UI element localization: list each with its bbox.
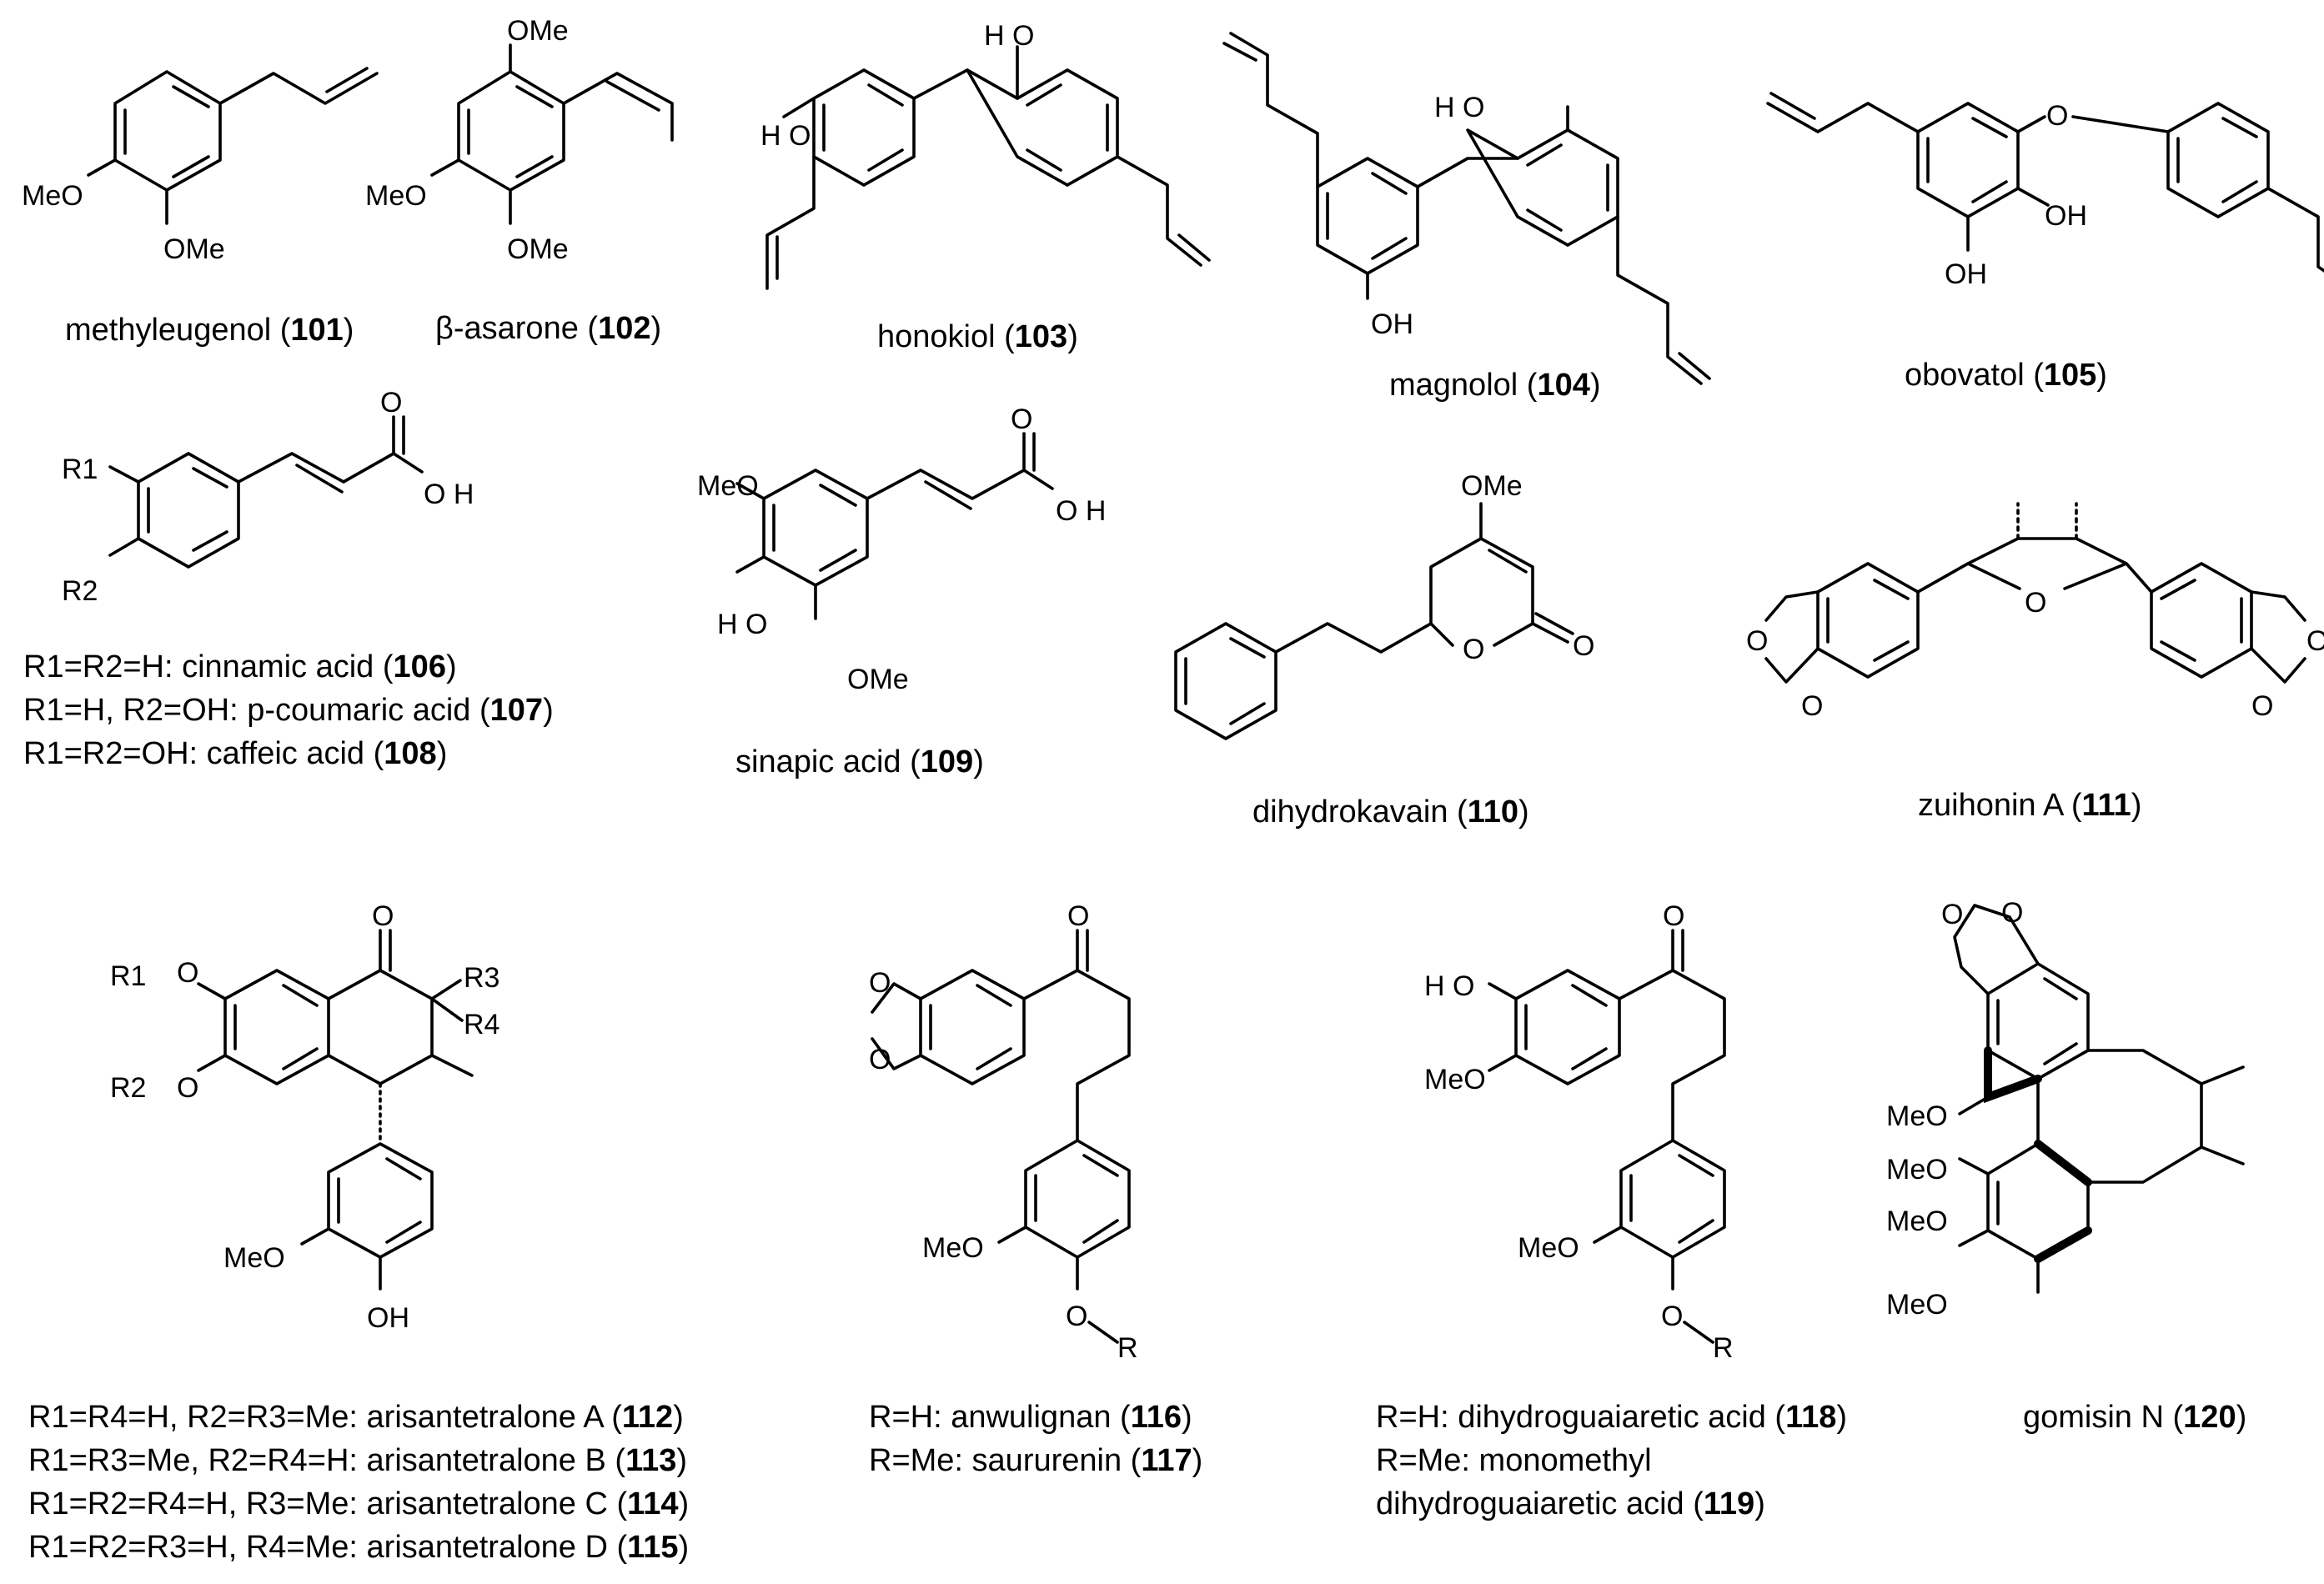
atom-label: O bbox=[1011, 404, 1032, 435]
atom-label: H O bbox=[1434, 92, 1484, 123]
atom-label: R4 bbox=[464, 1009, 499, 1040]
structure-103: H O H O bbox=[760, 20, 1211, 290]
atom-label: O bbox=[1746, 625, 1768, 657]
compound-caption: dihydrokavain (110) bbox=[1252, 795, 1529, 830]
atom-label: O bbox=[2025, 587, 2046, 619]
atom-label: O bbox=[2046, 100, 2068, 132]
atom-label: MeO bbox=[1424, 1064, 1486, 1095]
caption-group-106-108: R1=R2=H: cinnamic acid (106) R1=H, R2=OH… bbox=[23, 649, 554, 771]
group-caption-line: dihydroguaiaretic acid (119) bbox=[1376, 1486, 1765, 1521]
compound-caption: honokiol (103) bbox=[877, 319, 1078, 354]
group-caption-line: R1=R3=Me, R2=R4=H: arisantetralone B (11… bbox=[28, 1443, 687, 1478]
structure-120: O O MeO MeO MeO MeO bbox=[1886, 897, 2245, 1321]
atom-label: O bbox=[1067, 900, 1089, 932]
structure-105: O OH OH bbox=[1766, 92, 2324, 290]
group-caption-line: R1=R4=H, R2=R3=Me: arisantetralone A (11… bbox=[28, 1400, 684, 1435]
atom-label: O bbox=[177, 957, 198, 989]
compound-caption: methyleugenol (101) bbox=[65, 313, 354, 348]
atom-label: R1 bbox=[110, 960, 146, 992]
atom-label: MeO bbox=[922, 1232, 984, 1264]
atom-label: R bbox=[1713, 1332, 1734, 1364]
compound-caption: obovatol (105) bbox=[1905, 358, 2107, 393]
atom-label: OMe bbox=[1461, 470, 1523, 502]
atom-label: O bbox=[1941, 899, 1963, 930]
atom-label: O bbox=[1801, 690, 1823, 722]
atom-label: OH bbox=[2045, 200, 2087, 232]
structure-118-119: O H O MeO MeO O R bbox=[1424, 900, 1734, 1364]
atom-label: MeO bbox=[365, 180, 427, 212]
atom-label: OMe bbox=[507, 15, 569, 47]
caption-group-116-117: R=H: anwulignan (116) R=Me: saururenin (… bbox=[869, 1400, 1202, 1478]
atom-label: O H bbox=[424, 479, 474, 510]
structure-101: MeO OMe bbox=[22, 67, 379, 265]
structure-111: O O O O O bbox=[1746, 502, 2324, 722]
atom-label: O bbox=[372, 900, 394, 932]
atom-label: MeO bbox=[697, 470, 759, 502]
atom-label: MeO bbox=[1886, 1100, 1948, 1132]
atom-label: H O bbox=[760, 120, 811, 152]
compound-caption: gomisin N (120) bbox=[2023, 1400, 2246, 1435]
group-caption-line: R1=R2=R4=H, R3=Me: arisantetralone C (11… bbox=[28, 1486, 689, 1521]
atom-label: H O bbox=[1424, 970, 1474, 1002]
atom-label: OMe bbox=[163, 233, 225, 265]
atom-label: OH bbox=[1371, 308, 1413, 340]
atom-label: MeO bbox=[1518, 1232, 1579, 1264]
atom-label: O bbox=[1663, 900, 1684, 932]
atom-label: O bbox=[1573, 630, 1594, 662]
atom-label: OMe bbox=[507, 233, 569, 265]
group-caption-line: R1=H, R2=OH: p-coumaric acid (107) bbox=[23, 693, 554, 728]
atom-label: MeO bbox=[223, 1242, 285, 1274]
atom-label: R2 bbox=[62, 575, 98, 607]
atom-label: R2 bbox=[110, 1072, 146, 1104]
atom-label: R1 bbox=[62, 454, 98, 485]
atom-label: MeO bbox=[1886, 1206, 1948, 1237]
atom-label: O bbox=[869, 1044, 891, 1075]
group-caption-line: R1=R2=OH: caffeic acid (108) bbox=[23, 736, 447, 771]
atom-label: R3 bbox=[464, 962, 499, 994]
caption-group-112-115: R1=R4=H, R2=R3=Me: arisantetralone A (11… bbox=[28, 1400, 689, 1565]
structure-116-117: O O O MeO O R bbox=[869, 900, 1138, 1364]
atom-label: O H bbox=[1056, 495, 1106, 527]
atom-label: H O bbox=[717, 609, 767, 640]
group-caption-line: R=Me: saururenin (117) bbox=[869, 1443, 1202, 1478]
group-caption-line: R=Me: monomethyl bbox=[1376, 1443, 1652, 1478]
structure-102: OMe MeO OMe bbox=[365, 15, 674, 265]
atom-label: O bbox=[2251, 690, 2273, 722]
caption-group-118-119: R=H: dihydroguaiaretic acid (118) R=Me: … bbox=[1376, 1400, 1847, 1521]
atom-label: MeO bbox=[1886, 1289, 1948, 1321]
atom-label: O bbox=[380, 387, 402, 419]
atom-label: O bbox=[1661, 1301, 1683, 1332]
structure-110: OMe O O bbox=[1174, 470, 1594, 740]
atom-label: H O bbox=[984, 20, 1034, 52]
compound-caption: β-asarone (102) bbox=[435, 311, 661, 346]
atom-label: O bbox=[2306, 625, 2324, 657]
group-caption-line: R=H: dihydroguaiaretic acid (118) bbox=[1376, 1400, 1847, 1435]
compound-caption: sinapic acid (109) bbox=[735, 744, 984, 779]
atom-label: MeO bbox=[1886, 1154, 1948, 1185]
atom-label: O bbox=[1066, 1301, 1087, 1332]
group-caption-line: R1=R2=R3=H, R4=Me: arisantetralone D (11… bbox=[28, 1530, 689, 1565]
group-caption-line: R=H: anwulignan (116) bbox=[869, 1400, 1192, 1435]
atom-label: OMe bbox=[847, 664, 909, 695]
atom-label: MeO bbox=[22, 180, 83, 212]
atom-label: OH bbox=[1945, 258, 1987, 290]
atom-label: O bbox=[1463, 634, 1484, 665]
structure-112-115: O R3 R4 R1 O R2 O MeO OH bbox=[110, 900, 499, 1334]
atom-label: R bbox=[1117, 1332, 1138, 1364]
atom-label: OH bbox=[367, 1302, 409, 1334]
compound-caption: zuihonin A (111) bbox=[1918, 788, 2141, 823]
structure-106-108: O O H R1 R2 bbox=[62, 387, 474, 607]
atom-label: O bbox=[2001, 897, 2023, 929]
compound-caption: magnolol (104) bbox=[1389, 368, 1601, 403]
group-caption-line: R1=R2=H: cinnamic acid (106) bbox=[23, 649, 457, 684]
structure-109: O O H MeO H O OMe bbox=[697, 404, 1106, 695]
atom-label: O bbox=[177, 1072, 198, 1104]
structure-104: H O OH bbox=[1222, 32, 1711, 385]
atom-label: O bbox=[869, 967, 891, 999]
